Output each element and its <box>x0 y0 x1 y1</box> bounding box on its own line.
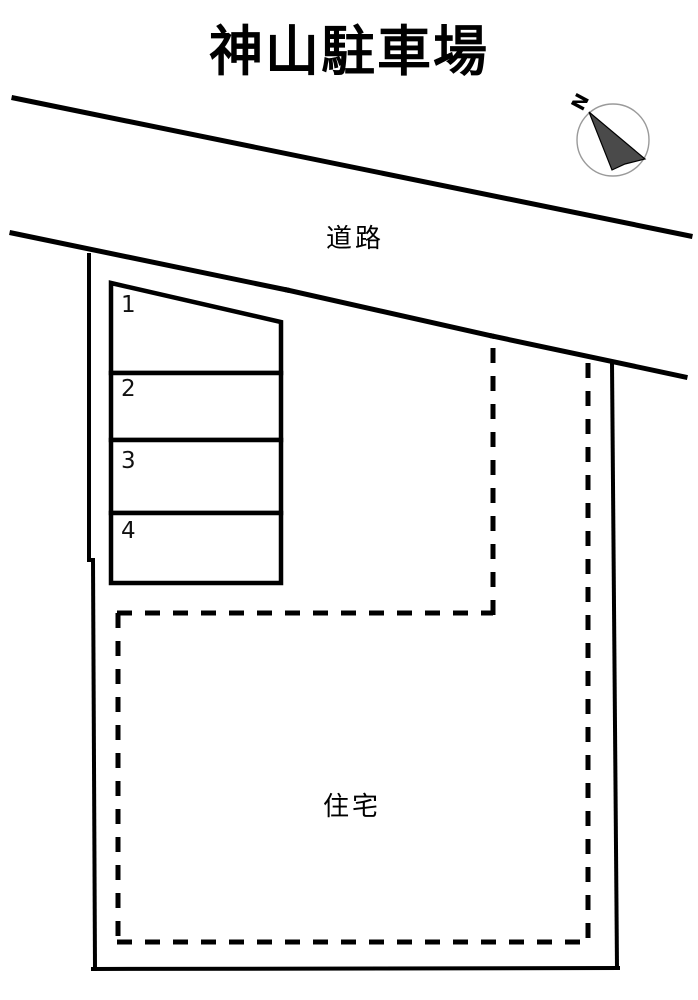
parking-stall-4[interactable] <box>108 510 284 586</box>
road-lower-edge-line-mid <box>284 287 495 339</box>
residence-footprint <box>115 336 591 945</box>
road-lower-edge-line-right <box>489 333 688 380</box>
parking-stall-3[interactable] <box>108 437 284 516</box>
parking-stall-2-number: 2 <box>121 376 136 402</box>
lot-boundary-right <box>609 360 620 971</box>
compass-rose: N <box>567 90 650 177</box>
map-title: 神山駐車場 <box>209 20 489 83</box>
parking-stall-block: 1 2 3 4 <box>108 280 284 586</box>
parking-stall-1-number: 1 <box>121 292 136 318</box>
compass-north-label: N <box>567 90 594 114</box>
road-lower-edge-line-left <box>9 230 290 293</box>
compass-needle-icon <box>588 111 647 171</box>
parking-stall-2[interactable] <box>108 370 284 443</box>
parking-stall-1[interactable] <box>108 280 284 376</box>
road-label: 道路 <box>326 224 384 254</box>
lot-boundary-left-lower <box>90 557 98 972</box>
parking-stall-3-number: 3 <box>121 448 136 474</box>
residence-label: 住宅 <box>323 792 381 822</box>
road-upper-edge-line <box>11 95 693 239</box>
parking-stall-4-number: 4 <box>121 518 136 544</box>
lot-boundary-bottom <box>90 965 621 972</box>
